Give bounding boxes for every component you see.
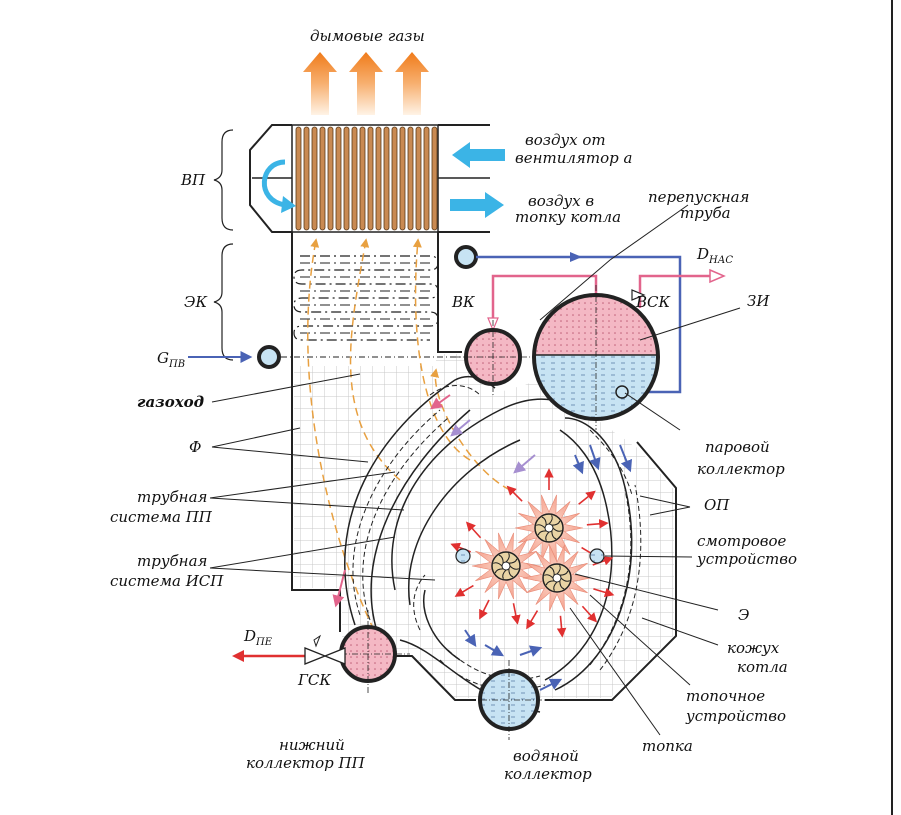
leader-lines xyxy=(209,204,741,736)
feed-water-input xyxy=(188,345,460,369)
radiation-arrow xyxy=(586,519,609,529)
water-collector xyxy=(470,660,550,740)
label-vk: ВК xyxy=(451,293,475,311)
label-dpe: DПЕ xyxy=(243,627,273,648)
radiation-arrow xyxy=(556,615,567,638)
label-air-to-furnace-1: воздух в xyxy=(528,192,594,210)
label-water-collector-1: водяной xyxy=(513,747,579,765)
heater-tube xyxy=(431,126,438,231)
heater-tube xyxy=(375,126,382,231)
radiation-arrow xyxy=(581,605,598,623)
label-air-to-furnace-2: топку котла xyxy=(515,208,621,226)
label-air-from-fan-2: вентилятор а xyxy=(515,149,632,167)
vsk-valve-icon xyxy=(631,289,646,301)
label-lower-pp-1: нижний xyxy=(279,736,345,754)
burner xyxy=(522,544,592,612)
heater-tube xyxy=(367,126,374,231)
radiation-arrow xyxy=(593,587,615,598)
radiation-arrow xyxy=(511,603,521,625)
label-dnas: DНАС xyxy=(696,245,733,266)
label-f: Ф xyxy=(189,438,201,456)
air-heater-return-arrowhead xyxy=(281,196,296,213)
label-isp-1: трубная xyxy=(137,552,207,570)
label-viewing-2: устройство xyxy=(696,550,797,568)
label-ek: ЭК xyxy=(184,293,207,311)
label-op: ОП xyxy=(704,496,730,514)
heater-tube xyxy=(343,126,350,231)
heater-tube xyxy=(351,126,358,231)
labels: дымовые газы воздух от вентилятор а возд… xyxy=(110,27,797,783)
label-casing-2: котла xyxy=(737,658,788,676)
economizer-coil xyxy=(293,255,439,341)
radiation-arrow xyxy=(578,490,596,505)
label-vp: ВП xyxy=(180,171,206,189)
radiation-arrow xyxy=(454,584,474,597)
heater-tube xyxy=(295,126,302,231)
burners xyxy=(471,494,592,612)
air-out-arrow xyxy=(450,192,504,218)
label-water-collector-2: коллектор xyxy=(504,765,592,783)
label-burner-2: устройство xyxy=(685,707,786,725)
heater-tube xyxy=(311,126,318,231)
label-gpv: GПВ xyxy=(157,349,185,370)
viewing-port-right xyxy=(589,548,605,564)
heater-tube xyxy=(423,126,430,231)
label-steam-collector-2: коллектор xyxy=(697,460,785,478)
label-pp-2: система ПП xyxy=(110,508,213,526)
air-heater-tubes xyxy=(295,126,438,231)
label-isp-2: система ИСП xyxy=(110,572,224,590)
label-bypass-1: перепускная xyxy=(648,188,750,206)
label-e: Э xyxy=(738,606,749,624)
heater-tube xyxy=(407,126,414,231)
label-bypass-2: труба xyxy=(680,204,731,222)
tube-flow-arrows xyxy=(332,394,633,691)
heater-tube xyxy=(383,126,390,231)
label-pp-1: трубная xyxy=(137,488,207,506)
upper-pp-collector-vk xyxy=(455,320,530,395)
boiler-outline xyxy=(291,232,677,701)
economizer-serpentine xyxy=(293,255,439,341)
label-viewing-1: смотровое xyxy=(697,532,786,550)
heater-tube xyxy=(319,126,326,231)
label-casing-1: кожух xyxy=(727,639,780,657)
label-smoke-gases: дымовые газы xyxy=(310,27,425,45)
label-steam-collector-1: паровой xyxy=(705,438,770,456)
heater-tube xyxy=(399,126,406,231)
label-lower-pp-2: коллектор ПП xyxy=(246,754,366,772)
burner xyxy=(514,494,584,562)
label-air-from-fan-1: воздух от xyxy=(525,131,606,149)
heater-tube xyxy=(327,126,334,231)
radiation-arrow xyxy=(465,521,482,539)
label-gsk: ГСК xyxy=(297,671,331,689)
heater-tube xyxy=(335,126,342,231)
label-furnace: топка xyxy=(642,737,693,755)
viewing-port-left xyxy=(455,548,471,564)
radiation-arrow xyxy=(526,610,539,630)
label-gas-duct: газоход xyxy=(137,393,204,411)
economizer-outlet-collector xyxy=(454,245,478,269)
air-in-arrow xyxy=(452,142,505,168)
radiation-arrow xyxy=(479,599,490,620)
vp-brace xyxy=(213,129,234,231)
label-burner-1: топочное xyxy=(686,687,765,705)
steam-drum xyxy=(532,285,660,430)
heater-tube xyxy=(415,126,422,231)
superheated-steam-outlet xyxy=(232,634,346,665)
ek-brace xyxy=(213,243,234,361)
label-zi: ЗИ xyxy=(747,292,770,310)
heater-tube xyxy=(391,126,398,231)
heater-tube xyxy=(359,126,366,231)
air-heater-return-arrow xyxy=(261,159,286,208)
label-vsk: ВСК xyxy=(635,293,671,311)
radiation-arrow xyxy=(506,485,523,502)
heater-tube xyxy=(303,126,310,231)
burner xyxy=(471,532,541,600)
smoke-gas-arrows xyxy=(303,52,429,115)
